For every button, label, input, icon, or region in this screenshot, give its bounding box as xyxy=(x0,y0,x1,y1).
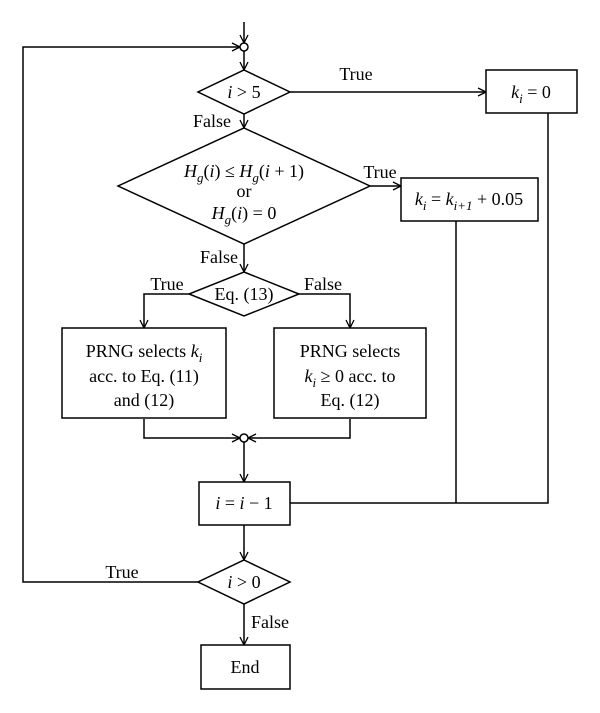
decision-eq13: Eq. (13) xyxy=(186,271,302,317)
svg-text:ki = ki+1 + 0.05: ki = ki+1 + 0.05 xyxy=(415,189,523,213)
svg-text:PRNG selects ki: PRNG selects ki xyxy=(86,341,203,365)
svg-text:ki ≥ 0 acc. to: ki ≥ 0 acc. to xyxy=(305,366,396,390)
svg-text:Eq. (12): Eq. (12) xyxy=(321,390,380,411)
hist-line-1: Hg(i) ≤ Hg(i + 1) xyxy=(183,161,304,185)
label-false-hist: False xyxy=(200,247,238,267)
process-decrement: i = i − 1 xyxy=(198,481,291,526)
terminal-end: End xyxy=(200,644,291,690)
svg-text:End: End xyxy=(231,657,260,677)
decision-histogram: Hg(i) ≤ Hg(i + 1) or Hg(i) = 0 xyxy=(116,127,372,245)
svg-text:i = i − 1: i = i − 1 xyxy=(215,493,272,513)
label-false-i-gt-0: False xyxy=(251,612,289,632)
svg-text:PRNG selects: PRNG selects xyxy=(300,341,401,361)
label-false-eq13: False xyxy=(304,274,342,294)
label-true-i-gt-0: True xyxy=(105,562,138,582)
arrow-prng-left-to-merge xyxy=(143,419,240,438)
connectors xyxy=(22,22,549,645)
loop-back-arrow xyxy=(22,47,240,583)
label-false-i-gt-5: False xyxy=(193,111,231,131)
arrow-true-to-prng-left xyxy=(144,293,189,328)
line-k-zero-to-decrement xyxy=(290,113,549,504)
process-prng-left: PRNG selects ki acc. to Eq. (11) and (12… xyxy=(61,327,227,419)
process-k-next: ki = ki+1 + 0.05 xyxy=(400,177,539,222)
arrow-prng-right-to-merge xyxy=(248,419,351,438)
hist-line-or: or xyxy=(237,181,252,201)
var-i: i xyxy=(227,82,232,102)
decision-i-gt-0: i > 0 xyxy=(196,559,292,605)
top-junction xyxy=(239,42,249,52)
svg-text:ki = 0: ki = 0 xyxy=(511,82,551,106)
merge-junction xyxy=(239,433,249,443)
label-true-i-gt-5: True xyxy=(339,64,372,84)
hist-line-3: Hg(i) = 0 xyxy=(211,203,277,227)
decision-i-gt-5: i > 5 xyxy=(196,69,292,115)
process-prng-right: PRNG selects ki ≥ 0 acc. to Eq. (12) xyxy=(273,327,427,419)
arrow-false-to-prng-right xyxy=(299,293,350,328)
process-k-zero: ki = 0 xyxy=(485,69,578,114)
label-true-eq13: True xyxy=(150,274,183,294)
label-true-hist: True xyxy=(363,162,396,182)
svg-text:Eq. (13): Eq. (13) xyxy=(215,284,274,305)
svg-text:i > 0: i > 0 xyxy=(227,572,260,592)
svg-text:acc. to Eq. (11): acc. to Eq. (11) xyxy=(89,366,199,387)
svg-text:i > 5: i > 5 xyxy=(227,82,260,102)
svg-text:and (12): and (12) xyxy=(114,390,174,411)
